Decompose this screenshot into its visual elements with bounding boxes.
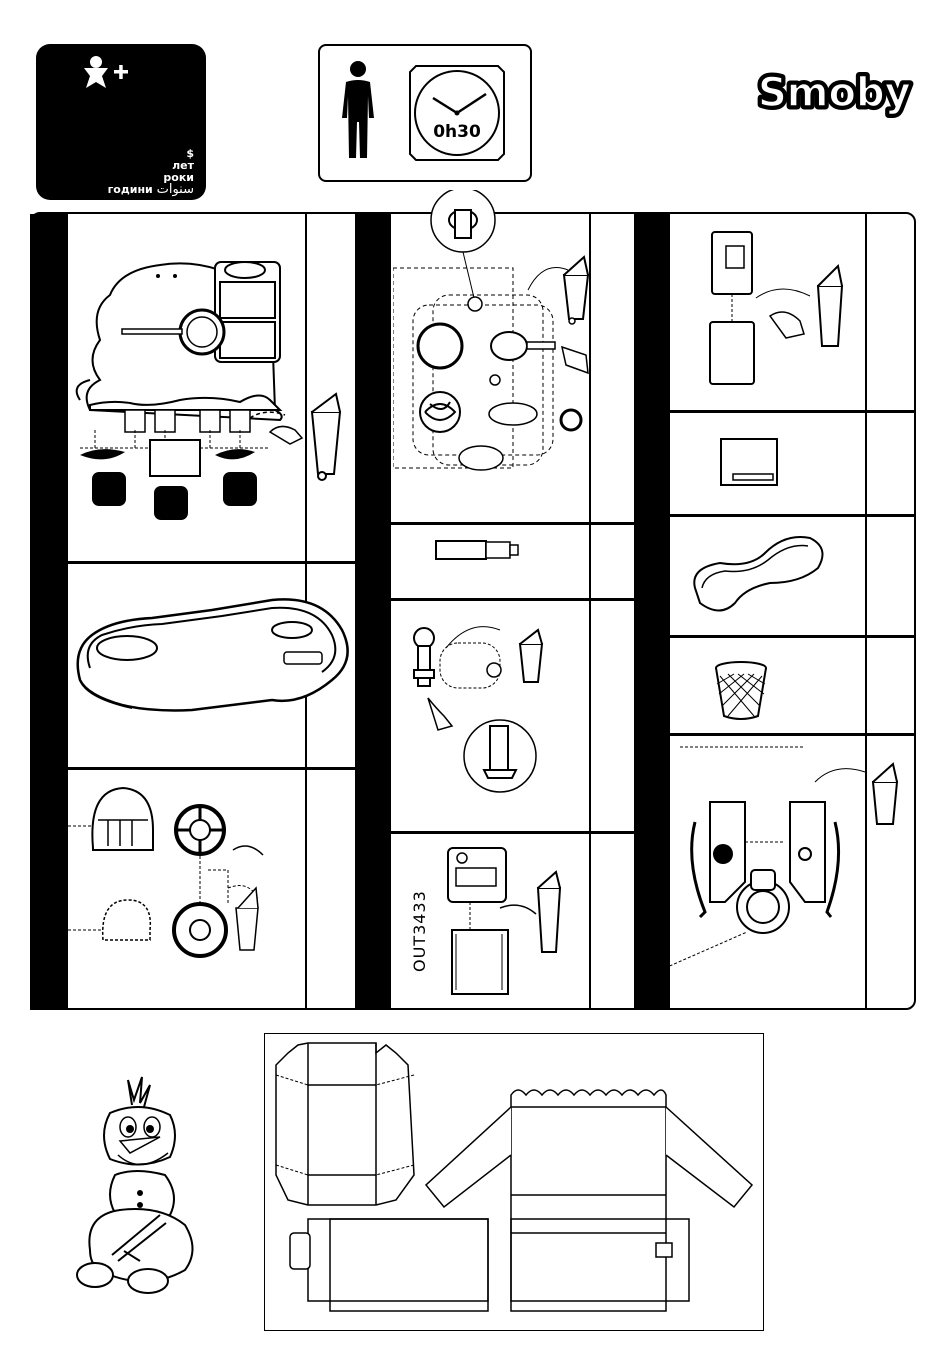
age-text: $ лет роки години سنوات	[36, 148, 194, 196]
age-badge: $ лет роки години سنوات	[36, 44, 206, 200]
box-parts-illustration	[440, 842, 580, 1002]
tube-part-illustration	[432, 536, 522, 564]
panel-parts-illustration	[700, 226, 860, 386]
card-part-illustration	[718, 436, 780, 488]
sandbox-3d-illustration	[72, 590, 357, 720]
assembly-time-box: 0h30	[318, 44, 532, 182]
divider	[634, 733, 916, 736]
tray-part-illustration	[690, 528, 830, 618]
divider	[634, 635, 916, 638]
part-code-label: OUT3433	[410, 890, 429, 972]
assembly-time-label: 0h30	[408, 122, 506, 142]
divider	[355, 522, 634, 525]
snowman-character-illustration	[70, 1075, 220, 1305]
tap-assembly-illustration	[400, 608, 590, 808]
divider	[355, 831, 634, 834]
adult-person-icon	[338, 60, 378, 160]
legs-assembly-illustration	[665, 742, 915, 982]
age-line-cyrillic: години	[108, 183, 153, 196]
age-line-1: $	[36, 148, 194, 160]
person-plus-icon	[82, 54, 134, 90]
cap-parts-illustration	[68, 780, 308, 980]
divider	[634, 410, 916, 413]
clock-icon: 0h30	[408, 64, 506, 162]
recycle-bin-icon	[512, 628, 552, 688]
divider	[634, 514, 916, 517]
recycle-bin-icon	[250, 392, 355, 482]
column-1-bar	[30, 214, 68, 1010]
basket-part-illustration	[712, 660, 770, 722]
svg-text:Smoby: Smoby	[758, 70, 911, 116]
brand-logo: Smoby Smoby	[754, 62, 914, 126]
sandbox-parts-illustration	[70, 240, 360, 530]
column-2-bar	[355, 214, 391, 1010]
divider	[355, 598, 634, 601]
age-line-arabic: سنوات	[157, 182, 194, 197]
recycle-bin-icon	[536, 255, 606, 375]
cutout-template-illustration	[266, 1035, 762, 1329]
age-line-4: години سنوات	[36, 184, 194, 196]
